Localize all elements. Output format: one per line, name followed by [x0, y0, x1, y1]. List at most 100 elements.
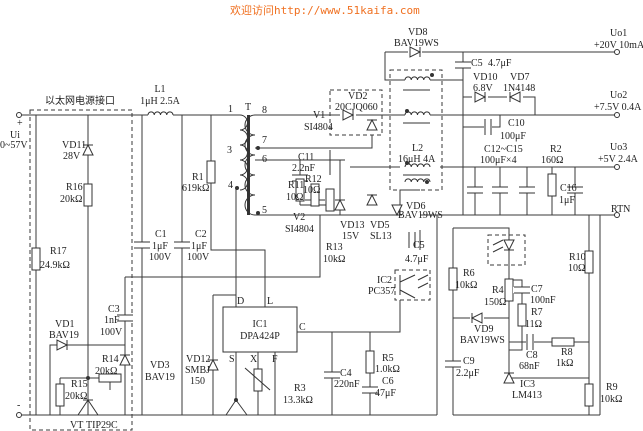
vd4-diode-icon	[119, 353, 131, 366]
pin5-dot	[256, 211, 260, 215]
vd6-winding-icon-gap	[405, 176, 430, 183]
input-plus-terminal[interactable]	[16, 112, 22, 118]
r2-value: 160Ω	[541, 155, 563, 166]
c2-capacitor-icon	[174, 241, 190, 249]
c1-rating: 100V	[149, 252, 172, 263]
c8-capacitor-icon-gap	[527, 333, 533, 351]
r17-ref: R17	[50, 246, 67, 257]
r10-ref: R10	[569, 252, 586, 263]
ic1-body	[222, 306, 298, 353]
c12-capacitor-icon-gap	[466, 187, 484, 193]
c1-capacitor-icon-gap	[133, 242, 151, 248]
r13-value: 10kΩ	[323, 254, 345, 265]
l2-value: 16μH 4A	[398, 154, 436, 165]
uo3-name: Uo3	[610, 142, 627, 153]
r4-value: 150Ω	[484, 297, 506, 308]
ic1-pin-c: C	[299, 322, 306, 333]
winding-dot	[425, 180, 429, 184]
ic1-value: DPA424P	[240, 331, 280, 342]
c9-capacitor-icon-gap	[444, 361, 462, 367]
r11-value: 10Ω	[286, 192, 303, 203]
l2-inductor-icon-gap	[405, 161, 430, 168]
output-uo2-terminal[interactable]	[614, 112, 620, 118]
c1-value: 1μF	[152, 241, 168, 252]
c3-capacitor-icon	[117, 314, 133, 322]
transformer-core	[247, 115, 250, 215]
c14-capacitor-icon	[519, 186, 535, 194]
c11-capacitor-icon-gap	[291, 175, 309, 181]
secondary-winding-box	[389, 69, 443, 191]
vd7-ref: VD7	[510, 72, 529, 83]
c7-capacitor-icon-gap	[513, 287, 531, 293]
output-rtn-terminal[interactable]	[614, 212, 620, 218]
components	[31, 46, 594, 416]
r5-resistor-icon	[365, 350, 375, 374]
vd7-diode-icon	[508, 91, 521, 103]
header-link[interactable]: 欢迎访问http://www.51kaifa.com	[230, 3, 420, 17]
r9-value: 10kΩ	[600, 394, 622, 405]
c13-capacitor-icon	[492, 186, 508, 194]
vt-ref: VT	[70, 420, 83, 431]
v1-ref: V1	[313, 110, 325, 121]
c3-ref: C3	[108, 304, 120, 315]
ic2-ref: IC2	[377, 275, 392, 286]
c6-ref: C6	[382, 376, 394, 387]
c9-capacitor-icon	[445, 360, 461, 368]
c4-ref: C4	[340, 368, 352, 379]
vt-transistor-icon	[77, 399, 99, 416]
junction-dot	[234, 398, 238, 402]
pin-1: 1	[228, 104, 233, 115]
c9-value: 2.2μF	[456, 368, 480, 379]
vd10-ref: VD10	[473, 72, 497, 83]
vd5-value: SL13	[370, 231, 392, 242]
r16-ref: R16	[66, 182, 83, 193]
input-range: 0~57V	[0, 140, 28, 151]
l2-inductor-icon	[404, 163, 431, 168]
r3-value: 13.3kΩ	[283, 395, 313, 406]
r15-ref: R15	[71, 379, 88, 390]
optocoupler-transistor-icon	[399, 274, 429, 299]
output-uo1-terminal[interactable]	[614, 49, 620, 55]
r10-value: 10Ω	[568, 263, 585, 274]
vd13-ref: VD13	[340, 220, 364, 231]
c10-ref: C10	[508, 118, 525, 129]
c4-capacitor-icon-gap	[323, 372, 341, 378]
r8-value: 1kΩ	[556, 358, 573, 369]
input-minus-terminal[interactable]	[16, 412, 22, 418]
vd11-value: 28V	[63, 151, 81, 162]
winding-dot	[405, 161, 409, 165]
r17-value: 24.9kΩ	[40, 260, 70, 271]
c8-ref: C8	[526, 350, 538, 361]
vd2-value: 20CJQ060	[335, 102, 378, 113]
c10-capacitor-icon	[484, 119, 492, 135]
r17-resistor-icon	[31, 247, 41, 271]
r9-ref: R9	[606, 382, 618, 393]
r2-ref: R2	[550, 144, 562, 155]
r15-value: 20kΩ	[65, 391, 87, 402]
ic2-value: PC357	[368, 286, 395, 297]
r16-resistor-icon	[83, 183, 93, 207]
output-uo3-terminal[interactable]	[614, 164, 620, 170]
vd9-value: BAV19WS	[460, 335, 505, 346]
r6-ref: R6	[463, 268, 475, 279]
pin-8: 8	[262, 105, 267, 116]
led-emission-icon	[492, 239, 504, 253]
c13-capacitor-icon-gap	[491, 187, 509, 193]
vd3-value: BAV19	[145, 372, 175, 383]
c11-ref: C11	[298, 152, 314, 163]
c3-value: 1nF	[104, 315, 120, 326]
vd12-value: SMBJ	[185, 365, 210, 376]
pin-7: 7	[262, 135, 267, 146]
r13-resistor-icon	[325, 188, 335, 212]
c5-capacitor-icon	[455, 61, 471, 69]
r9-resistor-icon	[584, 383, 594, 407]
vd10-value: 6.8V	[473, 83, 494, 94]
r3-ref: R3	[294, 383, 306, 394]
vd11-zener-icon	[82, 143, 94, 156]
c16-value: 1μF	[559, 195, 575, 206]
r11-ref: R11	[288, 180, 304, 191]
ic1-pin-l: L	[267, 296, 273, 307]
vd12-value2: 150	[190, 376, 205, 387]
l1-value: 1μH 2.5A	[140, 96, 181, 107]
r13-ref: R13	[326, 242, 343, 253]
